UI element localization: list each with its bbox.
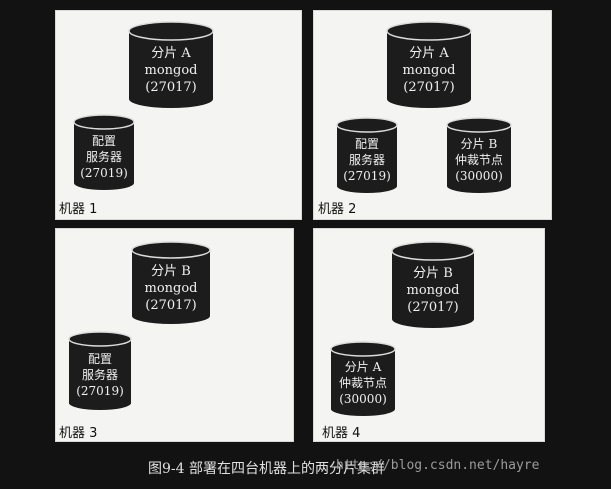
cylinder-line-1: 分片 A bbox=[409, 46, 449, 61]
watermark: http://blog.csdn.net/hayre bbox=[336, 458, 540, 473]
cylinder-line-3: (27017) bbox=[145, 80, 197, 95]
cylinder-line-3: (27019) bbox=[76, 384, 124, 398]
cylinder-line-2: mongod bbox=[406, 283, 460, 298]
cylinder-line-3: (30000) bbox=[339, 392, 387, 406]
database-icon bbox=[391, 241, 475, 328]
cylinder-line-1: 分片 B bbox=[151, 264, 191, 279]
config-server-cylinder: 配置 服务器 (27019) bbox=[68, 331, 132, 411]
database-icon bbox=[128, 21, 214, 108]
database-icon bbox=[446, 117, 512, 193]
cylinder-line-3: (27019) bbox=[343, 169, 391, 183]
cylinder-line-1: 分片 B bbox=[413, 266, 453, 281]
config-server-cylinder: 配置 服务器 (27019) bbox=[73, 114, 135, 191]
cylinder-line-2: mongod bbox=[144, 63, 198, 78]
cylinder-line-3: (27019) bbox=[80, 166, 128, 180]
cylinder-line-2: mongod bbox=[402, 63, 456, 78]
machine-label: 机器 2 bbox=[318, 202, 357, 217]
cylinder-line-2: mongod bbox=[144, 281, 198, 296]
cylinder-line-2: 仲裁节点 bbox=[454, 153, 503, 167]
database-icon bbox=[73, 114, 135, 190]
machine-3-panel: 分片 B mongod (27017) 配置 服务器 (27019) 机器 3 bbox=[55, 228, 294, 442]
cylinder-line-1: 配置 bbox=[87, 352, 112, 366]
machine-label: 机器 4 bbox=[322, 426, 361, 441]
cylinder-line-2: 服务器 bbox=[348, 153, 385, 167]
cylinder-line-3: (27017) bbox=[403, 80, 455, 95]
cylinder-line-2: 仲裁节点 bbox=[338, 376, 387, 390]
shard-a-mongod-cylinder: 分片 A mongod (27017) bbox=[128, 21, 214, 109]
cylinder-line-2: 服务器 bbox=[85, 150, 122, 164]
machine-label: 机器 1 bbox=[59, 202, 98, 217]
database-icon bbox=[336, 117, 398, 193]
machine-4-panel: 分片 B mongod (27017) 分片 A 仲裁节点 (30000) 机器… bbox=[313, 228, 545, 442]
machine-1-panel: 分片 A mongod (27017) 配置 服务器 (27019) 机器 1 bbox=[55, 10, 302, 220]
cylinder-line-1: 配置 bbox=[91, 134, 116, 148]
cylinder-line-1: 分片 A bbox=[344, 360, 382, 374]
cylinder-line-3: (27017) bbox=[407, 300, 459, 315]
database-icon bbox=[131, 241, 211, 324]
database-icon bbox=[386, 21, 472, 108]
cylinder-line-1: 配置 bbox=[354, 137, 379, 151]
database-icon bbox=[68, 331, 132, 410]
cylinder-line-3: (30000) bbox=[455, 169, 503, 183]
config-server-cylinder: 配置 服务器 (27019) bbox=[336, 117, 398, 194]
shard-a-mongod-cylinder: 分片 A mongod (27017) bbox=[386, 21, 472, 109]
shard-b-mongod-cylinder: 分片 B mongod (27017) bbox=[391, 241, 475, 329]
shard-a-arbiter-cylinder: 分片 A 仲裁节点 (30000) bbox=[330, 341, 396, 417]
machine-2-panel: 分片 A mongod (27017) 配置 服务器 (27019) 分片 B … bbox=[313, 10, 552, 220]
cylinder-line-1: 分片 B bbox=[460, 137, 498, 151]
shard-b-mongod-cylinder: 分片 B mongod (27017) bbox=[131, 241, 211, 325]
cylinder-line-3: (27017) bbox=[145, 298, 197, 313]
cylinder-line-1: 分片 A bbox=[151, 46, 191, 61]
figure-caption: 图9-4 部署在四台机器上的两分片集群 bbox=[148, 461, 385, 477]
database-icon bbox=[330, 341, 396, 416]
machine-label: 机器 3 bbox=[59, 426, 98, 441]
cylinder-line-2: 服务器 bbox=[81, 368, 118, 382]
shard-b-arbiter-cylinder: 分片 B 仲裁节点 (30000) bbox=[446, 117, 512, 194]
